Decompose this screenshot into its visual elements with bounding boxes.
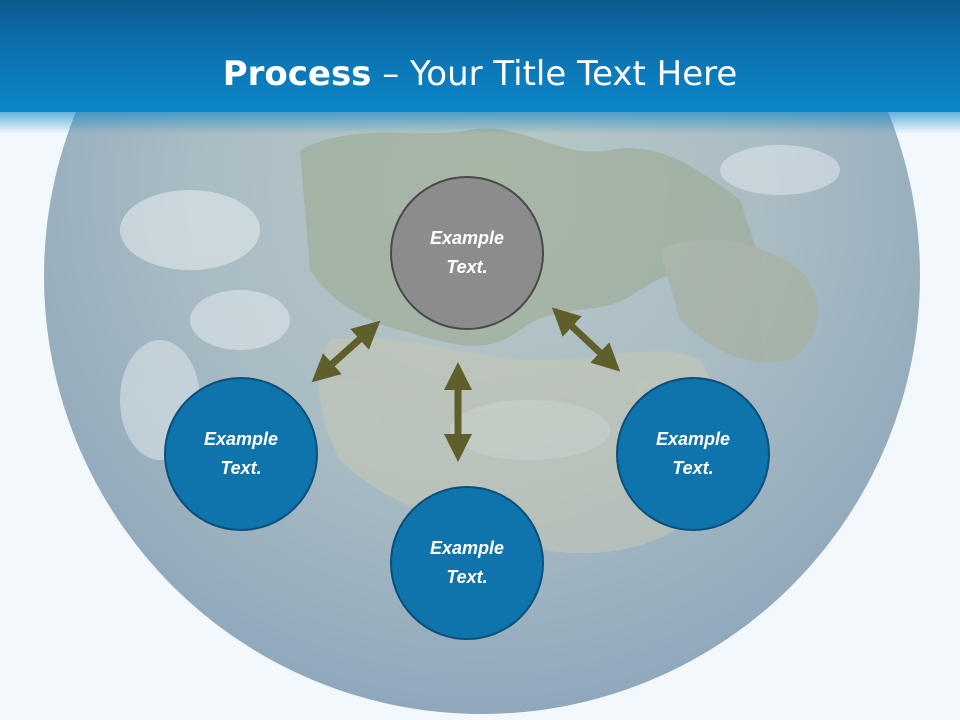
title-bold: Process [222,54,372,94]
node-left-line1: Example [203,429,279,449]
double-arrow-right [551,307,621,372]
title-rest: – Your Title Text Here [371,54,738,94]
node-bottom-line2: Text. [446,567,488,587]
slide-title: Process – Your Title Text Here [0,52,960,96]
node-top-line1: Example [429,228,505,248]
node-right-line1: Example [655,429,731,449]
node-top-line2: Text. [446,257,488,277]
node-right-line2: Text. [672,458,714,478]
node-left-line2: Text. [220,458,262,478]
double-arrow-left [311,320,381,383]
title-bar [0,0,960,112]
title-bar-fade [0,100,960,134]
node-bottom-line1: Example [429,538,505,558]
